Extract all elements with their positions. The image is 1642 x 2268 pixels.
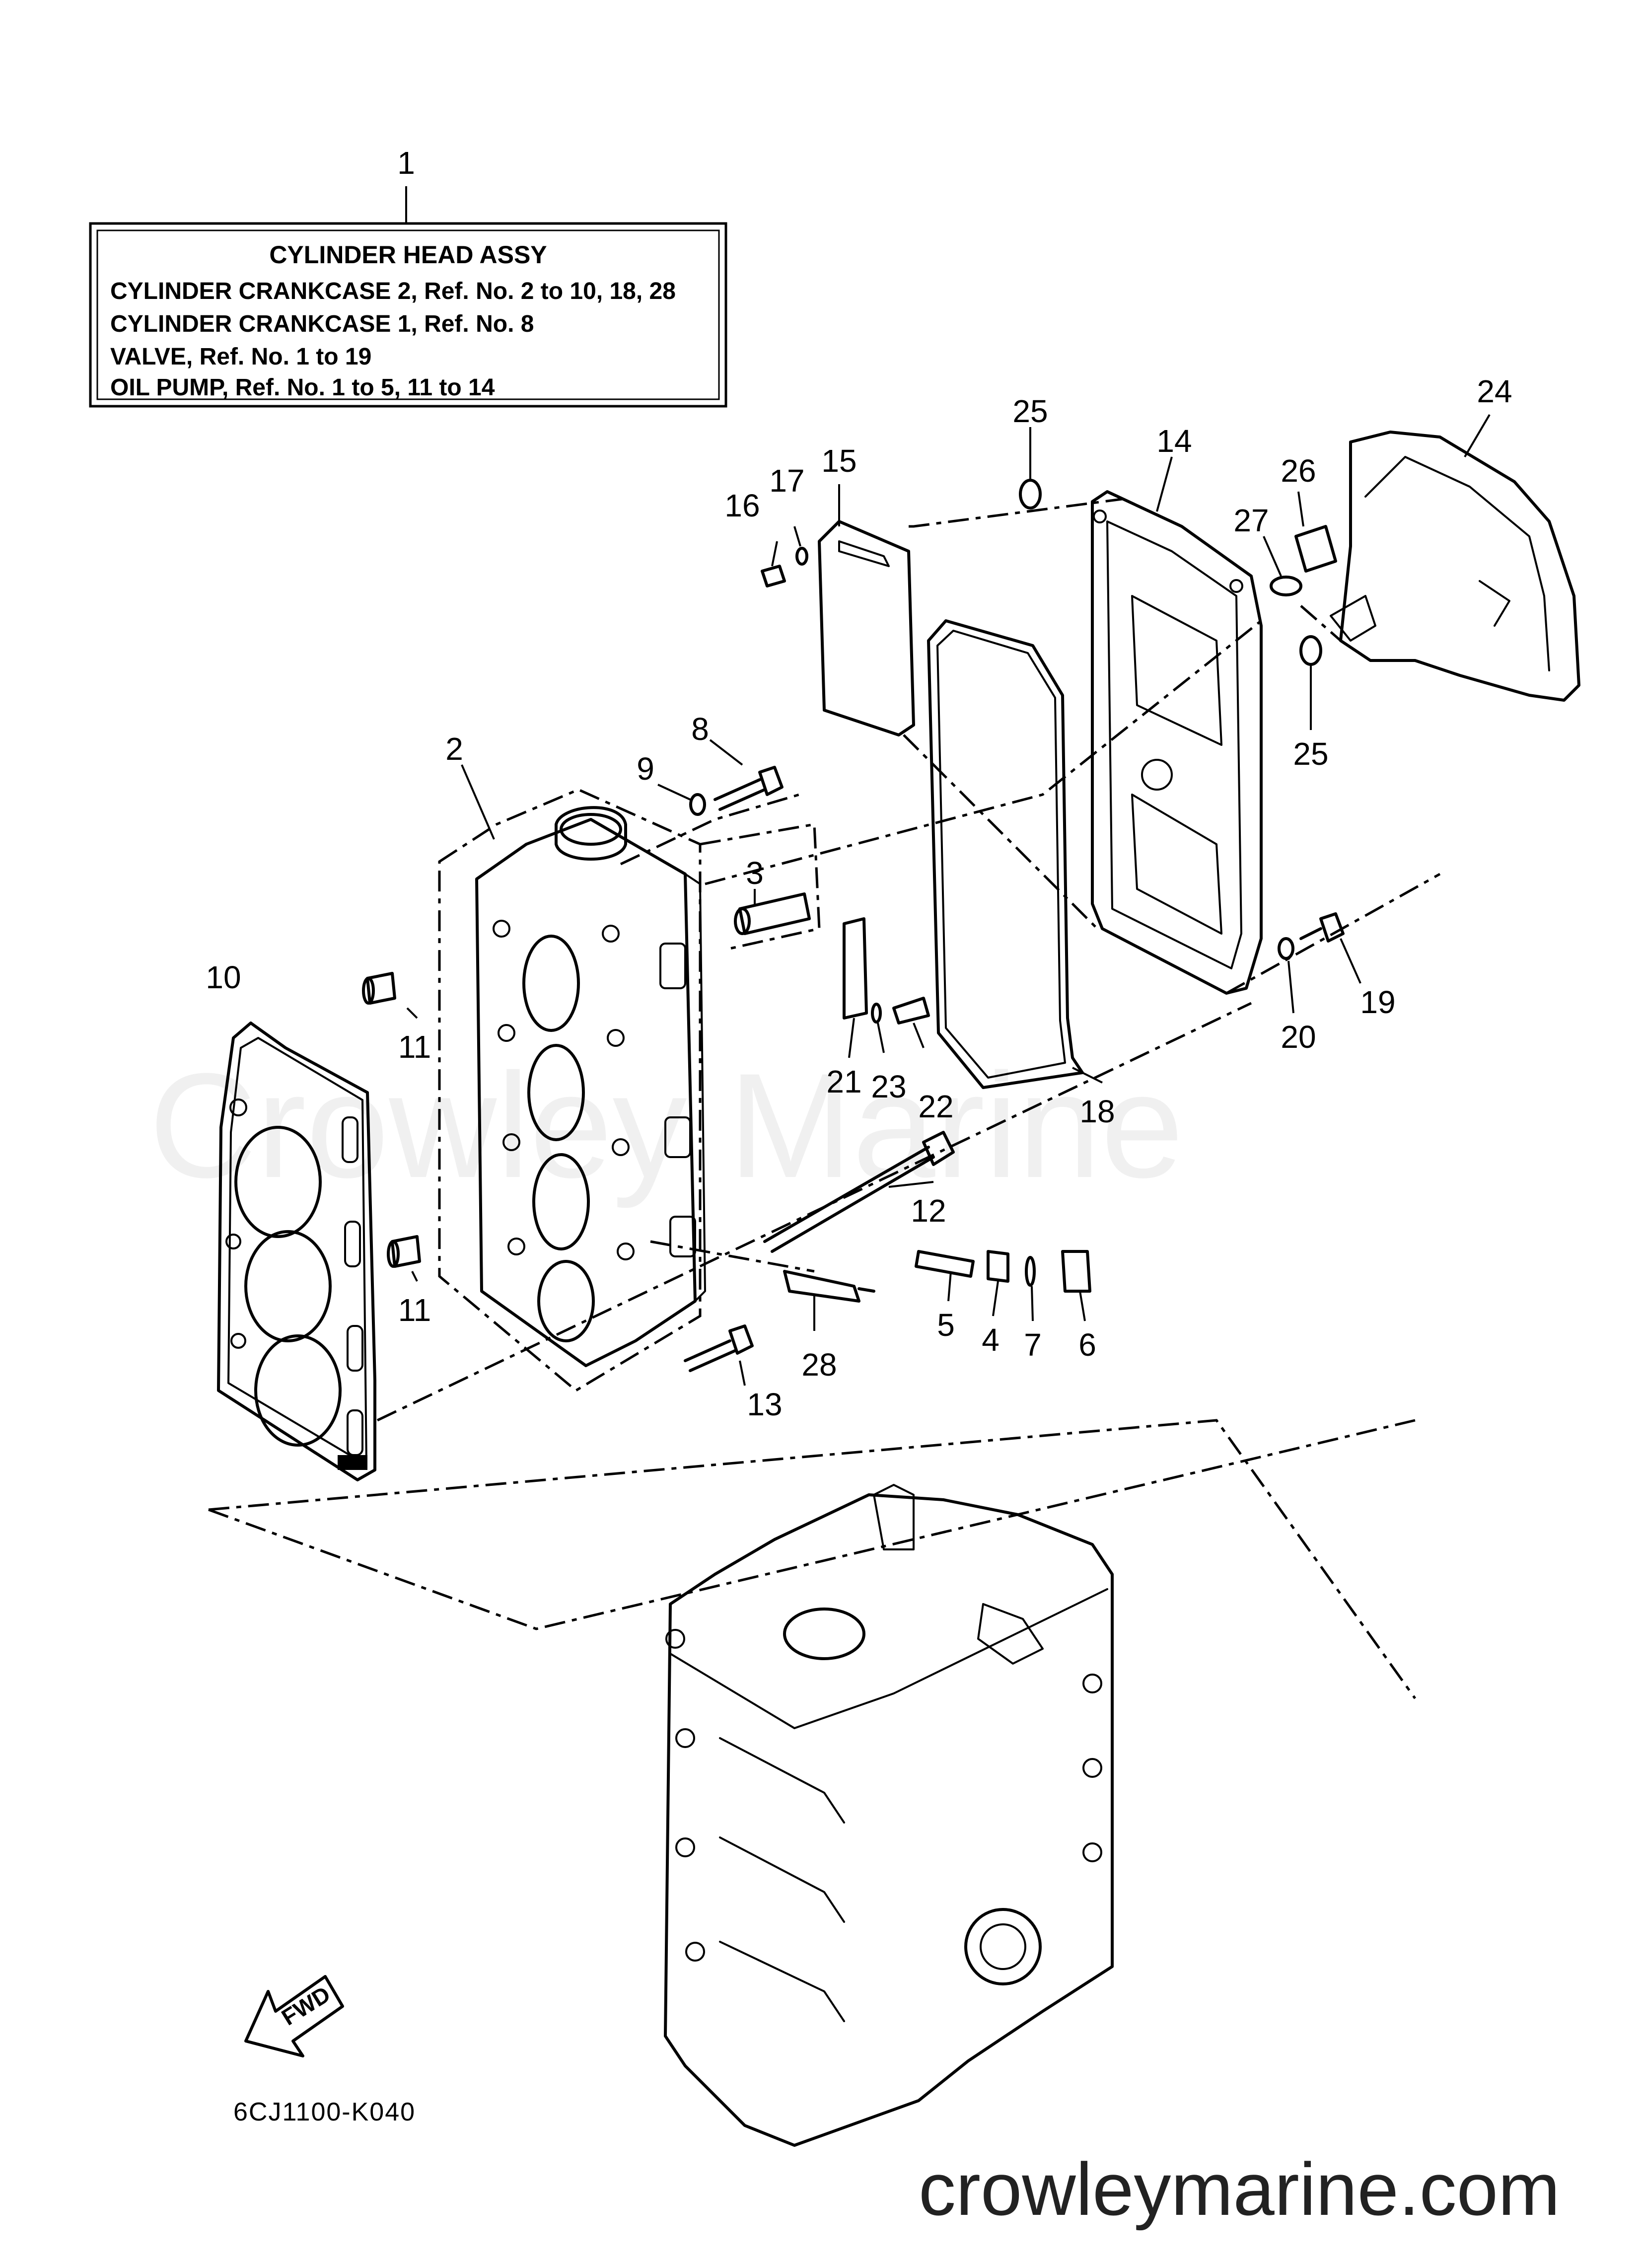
- cover-plate: [818, 520, 915, 736]
- callout-5: 5: [937, 1307, 955, 1343]
- callout-24: 24: [1477, 373, 1512, 409]
- callout-27: 27: [1233, 503, 1269, 538]
- callout-15: 15: [821, 443, 857, 479]
- washer: [1278, 937, 1294, 960]
- temperature-sensor: [783, 1270, 875, 1303]
- washer: [871, 1003, 882, 1024]
- callout-14: 14: [1156, 423, 1192, 459]
- diagram-code: 6CJ1100-K040: [233, 2098, 416, 2126]
- leader-lines: [406, 414, 1491, 1386]
- callout-7: 7: [1024, 1327, 1042, 1363]
- callout-1: 1: [397, 145, 415, 181]
- callout-3: 3: [746, 855, 764, 891]
- alignment-line: [208, 1419, 1416, 1630]
- bolt: [915, 1250, 975, 1278]
- callout-2: 2: [445, 731, 463, 767]
- grommet: [1299, 635, 1322, 666]
- exhaust-cover: [1091, 490, 1263, 995]
- callout-4: 4: [982, 1322, 999, 1358]
- callout-labels: 1 2 3 4 5 6 7 8 9 10 11 11 12 13 14 15 1…: [206, 145, 1512, 1422]
- callout-12: 12: [911, 1193, 946, 1229]
- dowel-pin: [387, 1235, 421, 1268]
- exhaust-gasket: [927, 619, 1084, 1089]
- info-box-title: CYLINDER HEAD ASSY: [269, 241, 547, 269]
- callout-21: 21: [826, 1064, 861, 1099]
- callout-13: 13: [747, 1387, 782, 1422]
- bolt: [684, 1324, 754, 1372]
- washer: [689, 793, 706, 816]
- info-box-line: CYLINDER CRANKCASE 2, Ref. No. 2 to 10, …: [110, 278, 676, 304]
- alignment-line: [620, 793, 800, 866]
- alignment-line: [909, 498, 1123, 528]
- callout-6: 6: [1078, 1327, 1096, 1363]
- callout-28: 28: [801, 1347, 837, 1383]
- dowel-pin: [362, 972, 396, 1005]
- callout-10: 10: [206, 959, 241, 995]
- callout-25: 25: [1293, 736, 1328, 772]
- sleeve: [987, 1250, 1009, 1283]
- bolt: [892, 997, 930, 1024]
- callout-16: 16: [724, 488, 760, 523]
- callout-20: 20: [1281, 1019, 1316, 1055]
- callout-25: 25: [1012, 393, 1048, 429]
- callout-9: 9: [637, 751, 654, 787]
- info-box-line: VALVE, Ref. No. 1 to 19: [110, 344, 371, 370]
- o-ring: [1270, 576, 1302, 596]
- callout-18: 18: [1079, 1094, 1115, 1129]
- info-box-line: OIL PUMP, Ref. No. 1 to 5, 11 to 14: [110, 374, 495, 401]
- callout-23: 23: [871, 1069, 906, 1104]
- alignment-line: [650, 1240, 815, 1273]
- callout-11: 11: [398, 1292, 431, 1328]
- bolt: [1299, 912, 1345, 943]
- cylinder-block: [664, 1484, 1114, 2147]
- callout-19: 19: [1360, 984, 1395, 1020]
- outer-cover: [1330, 431, 1580, 702]
- callout-26: 26: [1281, 453, 1316, 489]
- head-gasket: [217, 1022, 376, 1481]
- cylinder-head: [438, 788, 706, 1392]
- plate: [843, 917, 868, 1020]
- alignment-line: [208, 1419, 1417, 1699]
- grommet: [1019, 479, 1042, 510]
- gasket: [1025, 1256, 1036, 1287]
- alignment-line: [903, 734, 1098, 930]
- callout-11: 11: [398, 1029, 431, 1065]
- fwd-arrow-icon: FWD: [244, 1975, 344, 2057]
- bolt: [714, 766, 784, 811]
- info-box-line: CYLINDER CRANKCASE 1, Ref. No. 8: [110, 311, 534, 337]
- callout-22: 22: [918, 1089, 953, 1124]
- screw: [761, 565, 786, 587]
- site-url: crowleymarine.com: [919, 2147, 1560, 2231]
- info-box: CYLINDER HEAD ASSY CYLINDER CRANKCASE 2,…: [89, 186, 727, 408]
- alignment-line: [1225, 873, 1441, 995]
- long-bolt: [763, 1131, 955, 1253]
- plug: [1061, 1250, 1091, 1293]
- fitting-pipe: [734, 892, 811, 935]
- plug: [1294, 525, 1337, 573]
- alignment-line: [705, 620, 1262, 885]
- callout-17: 17: [769, 463, 804, 499]
- alignment-line: [1300, 605, 1342, 642]
- callout-8: 8: [691, 711, 709, 747]
- washer: [795, 547, 808, 566]
